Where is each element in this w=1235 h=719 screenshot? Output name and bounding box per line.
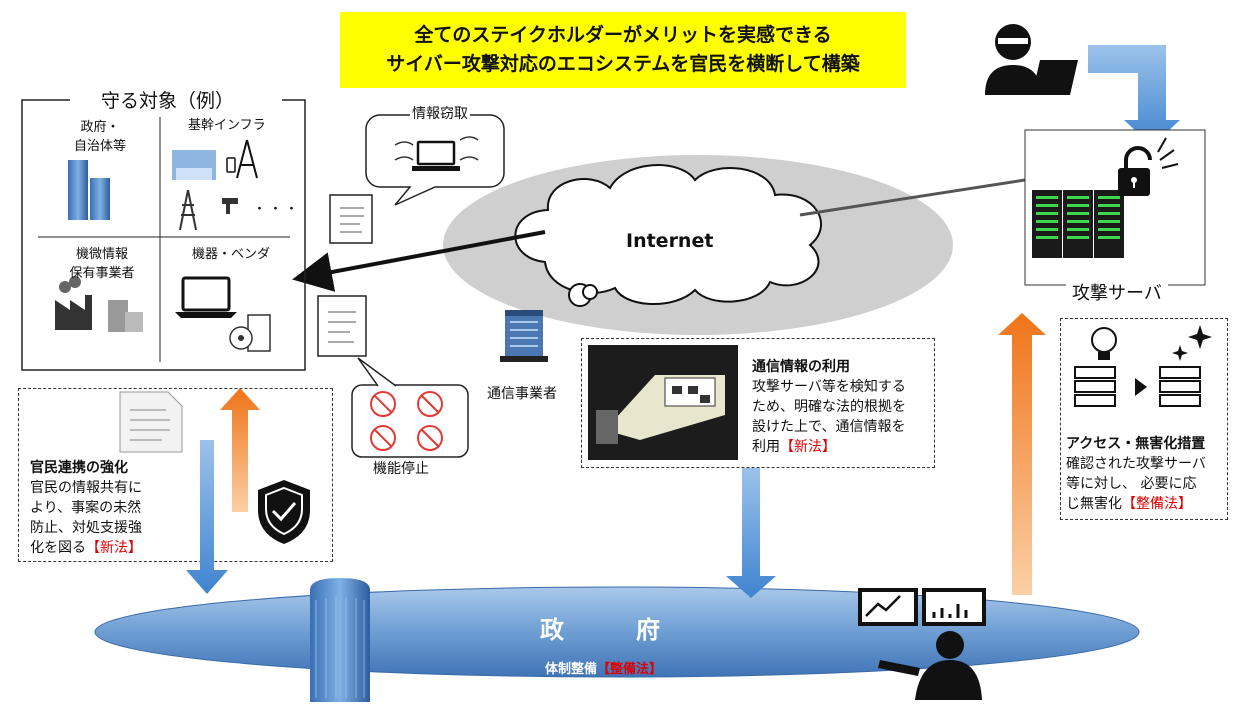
shield-check-icon — [258, 480, 310, 544]
neutralize-title: アクセス・無害化措置 — [1066, 436, 1206, 452]
monitoring-image — [588, 345, 738, 460]
function-stop-label: 機能停止 — [373, 461, 429, 477]
protected-box — [21, 99, 306, 371]
telecom-operator-label: 通信事業者 — [487, 386, 557, 402]
function-stop-bubble — [351, 357, 469, 458]
analyst-icon — [858, 588, 986, 700]
headline-line-1: 全てのステイクホルダーがメリットを実感できる — [414, 24, 832, 46]
label-equipment-vendors: 機器・ベンダ — [192, 247, 271, 262]
government-building-icon — [310, 578, 370, 702]
government-title: 政 府 — [540, 616, 660, 644]
collaboration-text: 官民連携の強化 官民の情報共有に より、事案の未然 防止、対処支援強 化を図る【… — [30, 458, 175, 558]
infra-icons — [172, 139, 258, 231]
unlock-icon — [1118, 137, 1179, 196]
info-theft-bubble — [365, 114, 505, 206]
headline-banner: 全てのステイクホルダーがメリットを実感できる サイバー攻撃対応のエコシステムを官… — [340, 12, 906, 88]
label-government-local: 政府・ 自治体等 — [73, 120, 126, 154]
laptop-disk-icon — [175, 276, 271, 352]
server-rack-icon — [1032, 190, 1124, 258]
collaboration-body: 官民の情報共有に より、事案の未然 防止、対処支援強 化を図る — [30, 480, 142, 556]
neutralize-text: アクセス・無害化措置 確認された攻撃サーバ 等に対し、 必要に応 じ無害化【整備… — [1066, 434, 1224, 514]
collaboration-tag: 【新法】 — [86, 540, 142, 556]
telecom-building-icon — [500, 310, 548, 362]
headline-line-2: サイバー攻撃対応のエコシステムを官民を横断して構築 — [386, 53, 860, 75]
stolen-document-scroll — [329, 194, 373, 244]
infra-ellipsis: ・・・ — [253, 202, 302, 217]
comm-info-text: 通信情報の利用 攻撃サーバ等を検知する ため、明確な法的根拠を 設けた上で、通信… — [752, 357, 927, 457]
neutralize-tag: 【整備法】 — [1122, 496, 1192, 512]
comm-info-down-arrow — [726, 468, 776, 598]
collaboration-title: 官民連携の強化 — [30, 460, 128, 476]
comm-info-body: 攻撃サーバ等を検知する ため、明確な法的根拠を 設けた上で、通信情報を 利用 — [752, 379, 906, 455]
protected-targets-title: 守る対象（例） — [95, 86, 241, 113]
info-theft-label: 情報窃取 — [410, 104, 470, 124]
internet-cloud — [514, 164, 822, 306]
government-buildings-icon — [68, 160, 110, 220]
collaboration-down-arrow — [186, 440, 228, 594]
government-tag: 【整備法】 — [597, 662, 663, 677]
neutralize-up-arrow — [998, 313, 1046, 595]
document-icon — [119, 391, 183, 453]
attacker-to-server-arrow — [1088, 45, 1180, 146]
comm-info-title: 通信情報の利用 — [752, 359, 850, 375]
label-sensitive-info-holders: 機微情報 保有事業者 — [69, 247, 135, 281]
label-infrastructure: 基幹インフラ — [188, 118, 266, 133]
hacker-icon — [970, 12, 1082, 100]
internet-label: Internet — [626, 230, 714, 252]
government-sub: 体制整備 — [545, 662, 598, 677]
neutralize-body: 確認された攻撃サーバ 等に対し、 必要に応 じ無害化 — [1066, 456, 1206, 512]
brain-to-server-icon — [1074, 325, 1212, 407]
malicious-document-scroll — [317, 295, 367, 357]
comm-info-tag: 【新法】 — [780, 439, 836, 455]
government-subtitle: 体制整備【整備法】 — [545, 660, 662, 679]
factory-icon — [55, 276, 143, 332]
attack-server-label: 攻撃サーバ — [1066, 279, 1168, 305]
collaboration-up-arrow — [220, 388, 260, 512]
